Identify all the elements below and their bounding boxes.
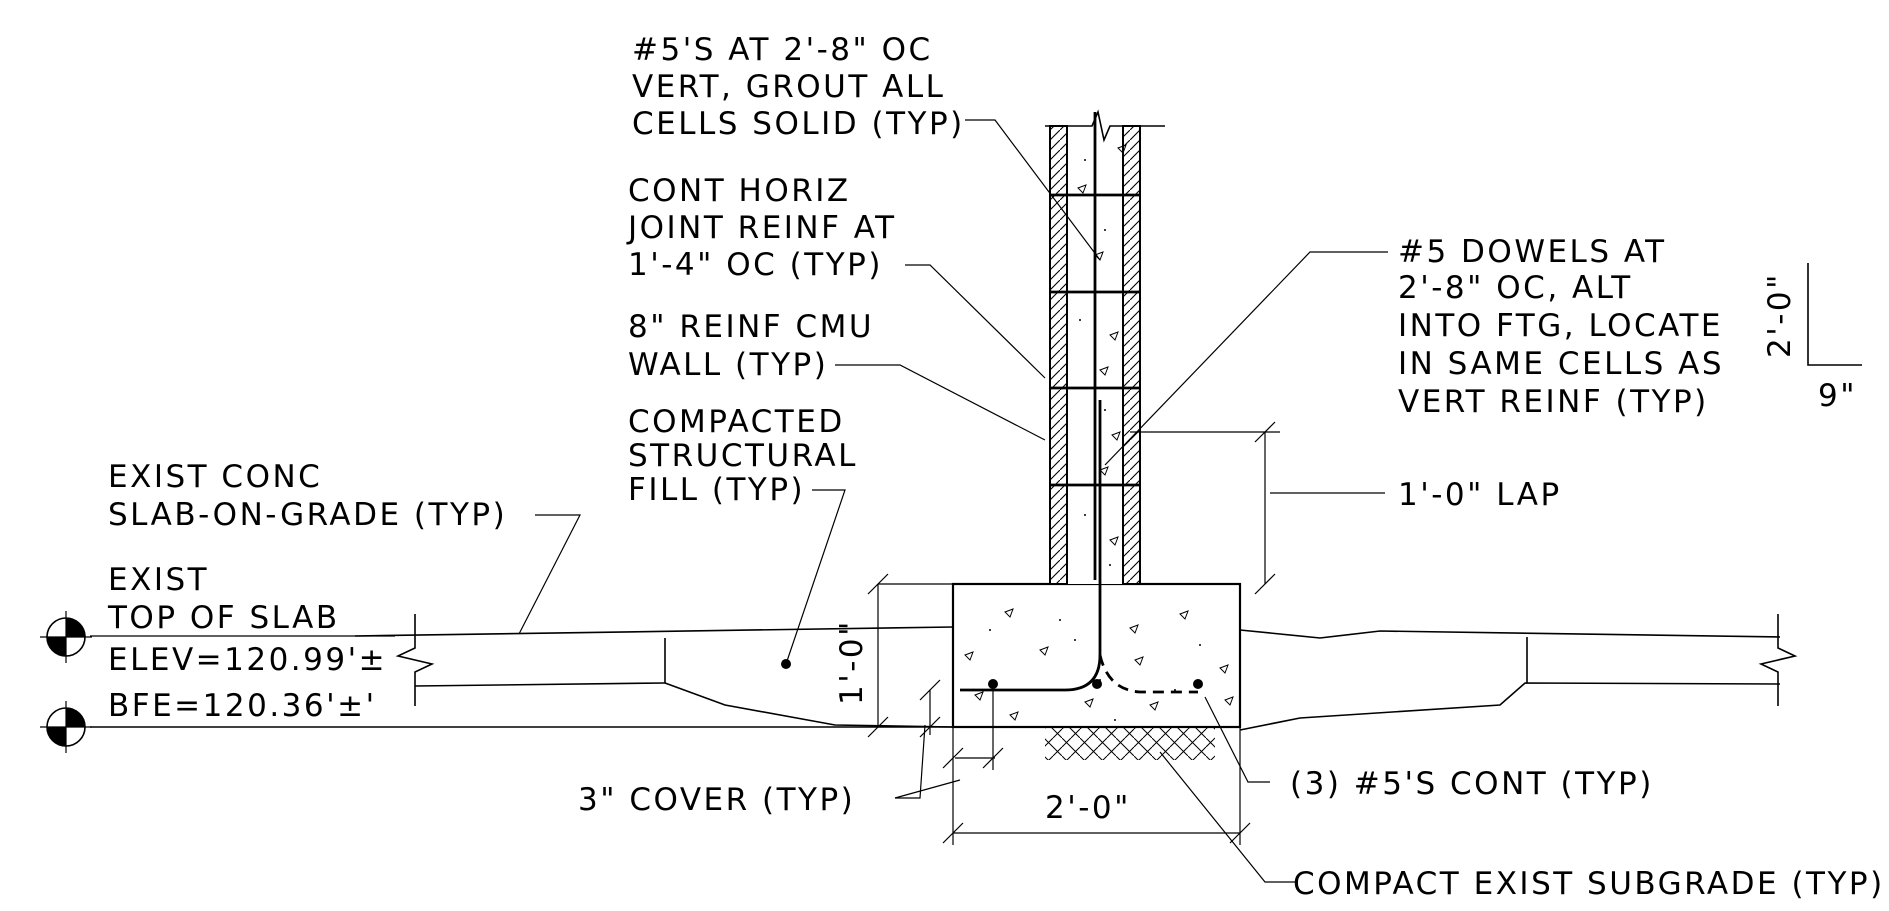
elevation-marker-top-of-slab	[40, 611, 92, 663]
dim-footing-width: 2'-0"	[1045, 790, 1131, 826]
note-subgrade: COMPACT EXIST SUBGRADE (TYP)	[1293, 866, 1885, 902]
note-existing-slab: EXIST CONC SLAB-ON-GRADE (TYP)	[108, 459, 507, 533]
note-cont-bars: (3) #5'S CONT (TYP)	[1290, 766, 1654, 802]
svg-text:FILL (TYP): FILL (TYP)	[628, 472, 805, 508]
dim-slope-vertical: 2'-0"	[1762, 272, 1798, 358]
note-top-of-slab: EXIST TOP OF SLAB ELEV=120.99'±	[107, 562, 387, 678]
svg-text:8" REINF CMU: 8" REINF CMU	[628, 309, 874, 345]
dim-footing-depth: 1'-0"	[834, 619, 870, 705]
svg-text:STRUCTURAL: STRUCTURAL	[628, 438, 858, 474]
alternate-dowel	[1098, 654, 1198, 694]
note-joint-reinf: CONT HORIZ JOINT REINF AT 1'-4" OC (TYP)	[626, 173, 897, 283]
leader-lines	[518, 119, 1388, 883]
note-cmu-wall: 8" REINF CMU WALL (TYP)	[628, 309, 874, 383]
note-dowels: #5 DOWELS AT 2'-8" OC, ALT INTO FTG, LOC…	[1398, 234, 1724, 420]
svg-text:ELEV=120.99'±: ELEV=120.99'±	[108, 642, 387, 678]
svg-text:IN SAME CELLS AS: IN SAME CELLS AS	[1398, 346, 1724, 382]
note-lap: 1'-0" LAP	[1398, 477, 1562, 513]
svg-text:INTO FTG, LOCATE: INTO FTG, LOCATE	[1398, 308, 1723, 344]
svg-text:CONT HORIZ: CONT HORIZ	[628, 173, 851, 209]
compacted-subgrade-hatch	[1045, 728, 1215, 760]
svg-text:SLAB-ON-GRADE (TYP): SLAB-ON-GRADE (TYP)	[108, 497, 507, 533]
cont-bar-1	[988, 679, 998, 689]
svg-text:#5 DOWELS AT: #5 DOWELS AT	[1398, 234, 1667, 270]
dimension-lines	[867, 263, 1862, 845]
svg-text:TOP OF SLAB: TOP OF SLAB	[107, 600, 340, 636]
elevation-marker-bfe	[40, 701, 92, 753]
svg-text:VERT, GROUT ALL: VERT, GROUT ALL	[632, 69, 945, 105]
cont-bar-3	[1193, 679, 1203, 689]
existing-slab	[90, 614, 1798, 731]
note-cover: 3" COVER (TYP)	[578, 782, 855, 818]
cmu-wall	[960, 109, 1165, 692]
svg-text:COMPACTED: COMPACTED	[628, 404, 845, 440]
svg-text:WALL (TYP): WALL (TYP)	[628, 347, 828, 383]
svg-text:2'-8" OC, ALT: 2'-8" OC, ALT	[1398, 270, 1633, 306]
note-bfe: BFE=120.36'±'	[108, 688, 377, 724]
svg-text:JOINT REINF AT: JOINT REINF AT	[626, 210, 897, 246]
cont-bar-2	[1092, 679, 1102, 689]
svg-text:CELLS SOLID (TYP): CELLS SOLID (TYP)	[632, 106, 965, 142]
svg-text:#5'S AT 2'-8" OC: #5'S AT 2'-8" OC	[632, 32, 933, 68]
note-structural-fill: COMPACTED STRUCTURAL FILL (TYP)	[628, 404, 858, 508]
svg-text:1'-4" OC (TYP): 1'-4" OC (TYP)	[628, 247, 883, 283]
svg-text:EXIST CONC: EXIST CONC	[108, 459, 322, 495]
dim-slope-horizontal: 9"	[1818, 378, 1857, 414]
concrete-footing	[951, 582, 1242, 729]
svg-text:VERT REINF (TYP): VERT REINF (TYP)	[1398, 384, 1709, 420]
note-vert-reinf: #5'S AT 2'-8" OC VERT, GROUT ALL CELLS S…	[632, 32, 965, 142]
svg-text:EXIST: EXIST	[108, 562, 209, 598]
